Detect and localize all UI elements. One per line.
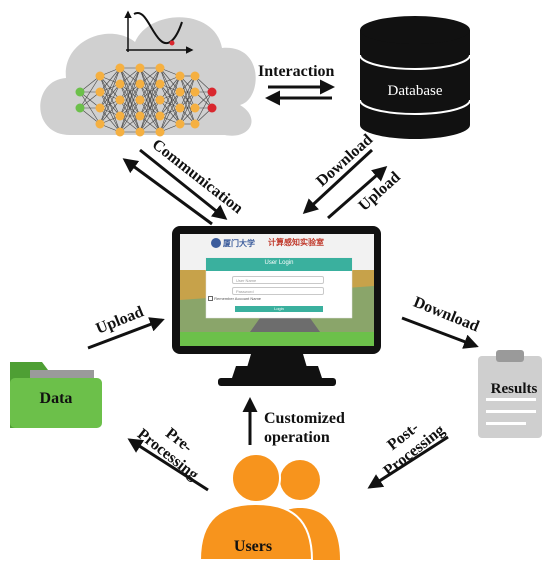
nn-edge	[194, 91, 213, 125]
nn-neuron	[135, 95, 145, 105]
nn-edge	[139, 67, 161, 117]
nn-neuron	[95, 87, 105, 97]
nn-neuron	[207, 87, 217, 97]
nn-edge	[159, 107, 181, 133]
arrow-monitor-to-db	[327, 166, 388, 220]
data-label: Data	[40, 390, 73, 407]
nn-edge	[99, 67, 121, 93]
nn-neuron	[190, 87, 200, 97]
nn-edge	[119, 67, 141, 101]
folder-icon	[10, 362, 102, 428]
nn-edge	[179, 91, 196, 125]
nn-neuron	[115, 127, 125, 137]
screen-green-bar	[180, 332, 374, 346]
clipboard-icon	[478, 350, 542, 438]
customized-operation-label: Customized operation	[264, 409, 345, 447]
nn-neuron	[115, 111, 125, 121]
nn-neuron	[135, 111, 145, 121]
arrow-results-to-users	[367, 435, 449, 489]
nn-edge	[159, 75, 181, 133]
nn-edge	[99, 67, 121, 109]
database-icon	[359, 16, 471, 139]
nn-edge	[159, 91, 181, 133]
nn-neuron	[115, 63, 125, 73]
remember-label: Remember Account Name	[214, 296, 262, 301]
screen-lab-name: 计算感知实验室	[268, 238, 324, 247]
login-title: User Login	[264, 260, 294, 266]
login-button[interactable]: Login	[274, 306, 284, 311]
arrow-db-to-monitor	[302, 148, 374, 215]
arrow-monitor-to-cloud	[122, 158, 213, 226]
nn-neuron	[155, 63, 165, 73]
nn-edge	[139, 67, 161, 133]
nn-edge	[119, 67, 141, 133]
nn-neuron	[95, 119, 105, 129]
results-label: Results	[491, 381, 538, 397]
arrows	[87, 79, 479, 492]
nn-edge	[179, 75, 196, 125]
nn-neuron	[75, 103, 85, 113]
nn-edge	[119, 99, 141, 133]
checkbox-icon	[208, 296, 213, 302]
nn-neuron	[115, 79, 125, 89]
nn-neuron	[155, 79, 165, 89]
nn-neuron	[95, 103, 105, 113]
nn-edge	[139, 83, 161, 133]
nn-neuron	[135, 79, 145, 89]
cloud-icon	[40, 17, 256, 136]
interaction-label: Interaction	[258, 63, 335, 80]
nn-neuron	[190, 71, 200, 81]
nn-edge	[119, 67, 141, 117]
nn-neuron	[175, 87, 185, 97]
nn-neuron	[155, 127, 165, 137]
nn-edge	[139, 67, 161, 101]
neural-network-icon	[75, 63, 217, 137]
arrow-cloud-to-monitor	[139, 148, 228, 220]
nn-edge	[159, 75, 181, 117]
nn-neuron	[207, 103, 217, 113]
nn-neuron	[95, 71, 105, 81]
nn-neuron	[175, 71, 185, 81]
nn-edge	[79, 75, 101, 109]
screen-logo: 厦门大学	[223, 238, 255, 248]
nn-edge	[179, 75, 196, 109]
nn-neuron	[135, 127, 145, 137]
arrow-data-to-monitor	[87, 317, 165, 350]
customized-line-2: operation	[264, 429, 330, 446]
nn-edge	[99, 83, 121, 125]
password-input[interactable]: Password	[232, 287, 324, 295]
nn-neuron	[115, 95, 125, 105]
nn-edge	[139, 99, 161, 133]
remember-account-checkbox[interactable]: Remember Account Name	[208, 296, 262, 302]
nn-edge	[119, 83, 141, 133]
nn-neuron	[175, 103, 185, 113]
nn-edge	[99, 67, 121, 125]
nn-edge	[159, 75, 181, 101]
users-icon	[198, 453, 340, 561]
function-plot-icon	[124, 10, 194, 54]
nn-neuron	[155, 95, 165, 105]
nn-edge	[99, 99, 121, 125]
arrow-monitor-to-results	[401, 316, 479, 349]
nn-neuron	[190, 103, 200, 113]
users-label: Users	[234, 538, 272, 555]
customized-line-1: Customized	[264, 410, 345, 427]
nn-neuron	[155, 111, 165, 121]
nn-neuron	[175, 119, 185, 129]
nn-neuron	[135, 63, 145, 73]
username-input[interactable]: User Name	[232, 276, 324, 284]
arrow-users-to-data	[127, 438, 209, 492]
nn-neuron	[190, 119, 200, 129]
nn-neuron	[75, 87, 85, 97]
database-label: Database	[388, 83, 443, 99]
